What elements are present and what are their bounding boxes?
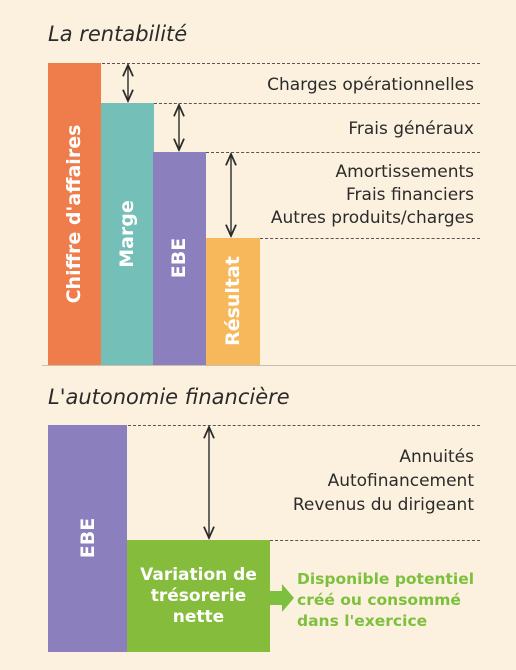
bar-ebe-autonomie: EBE: [48, 425, 127, 652]
gap-label-charges: Charges opérationnelles: [267, 75, 474, 95]
dispo-text: Disponible potentiel créé ou consommé da…: [297, 570, 475, 630]
gap-label-frais-financiers: Frais financiers: [346, 185, 474, 205]
bar-chiffre-affaires: Chiffre d'affaires: [48, 63, 101, 365]
dash-line: [128, 425, 480, 426]
gap-label-amortissements: Amortissements: [335, 162, 474, 182]
dash-line: [270, 540, 480, 541]
green-arrow-icon: [270, 584, 294, 612]
gap-label-frais-generaux: Frais généraux: [348, 119, 474, 139]
bar-marge: Marge: [101, 103, 154, 365]
gap-label-revenus: Revenus du dirigeant: [292, 495, 474, 515]
bar-ebe: EBE: [153, 152, 206, 365]
bar-resultat: Résultat: [206, 238, 260, 365]
gap-label-autres: Autres produits/charges: [270, 208, 474, 228]
section-title-autonomie: L'autonomie financière: [48, 385, 290, 409]
section-divider: [42, 365, 516, 366]
dash-line: [260, 238, 480, 239]
dash-line: [154, 103, 480, 104]
section-title-rentabilite: La rentabilité: [48, 22, 188, 46]
gap-label-autofinancement: Autofinancement: [327, 471, 474, 491]
dash-line: [102, 63, 480, 64]
dash-line: [206, 152, 480, 153]
box-variation-tresorerie: Variation de trésorerie nette: [127, 540, 270, 652]
gap-label-annuites: Annuités: [399, 447, 474, 467]
